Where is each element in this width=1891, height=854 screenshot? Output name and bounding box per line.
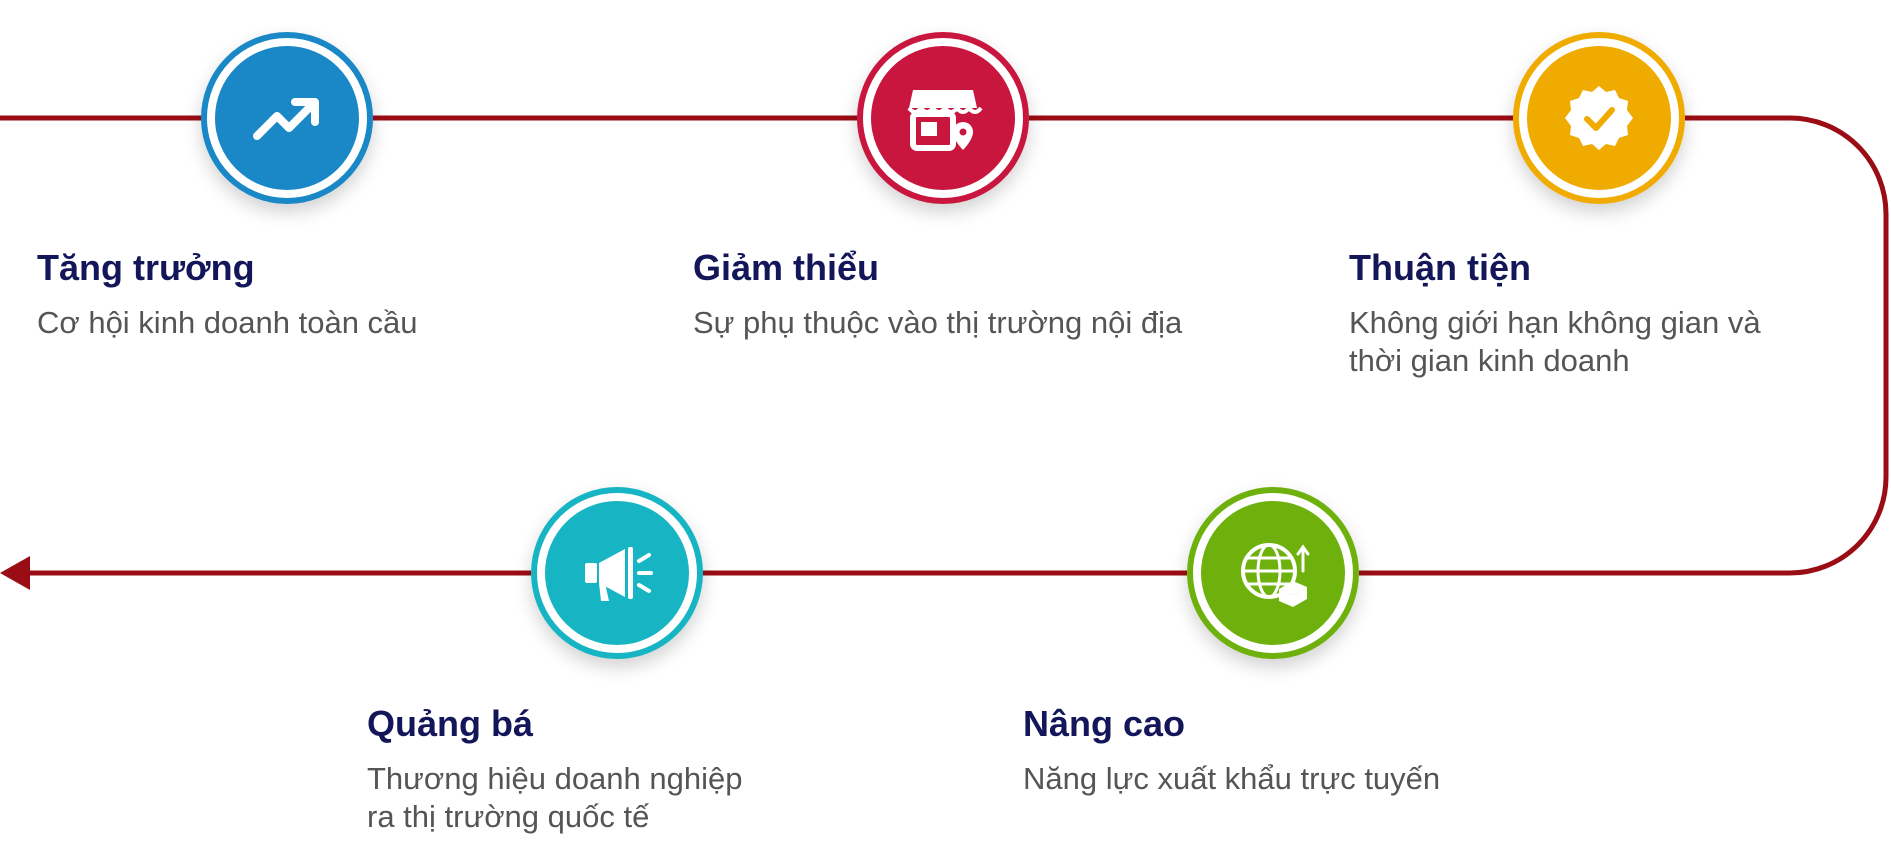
step-title: Tăng trưởng [37, 247, 255, 288]
store-location-icon [907, 90, 983, 151]
step-badge [531, 487, 703, 659]
globe-export-icon [1241, 543, 1310, 607]
step-badge [857, 32, 1029, 204]
step-title: Thuận tiện [1349, 247, 1531, 288]
flow-line [0, 115, 1889, 576]
step-description: Năng lực xuất khẩu trực tuyến [1023, 761, 1441, 796]
step-title: Quảng bá [367, 703, 534, 744]
step-title: Nâng cao [1023, 703, 1186, 744]
step-description: Sự phụ thuộc vào thị trường nội địa [693, 305, 1183, 340]
step-badge [201, 32, 373, 204]
step-description: Không giới hạn không gian và thời gian k… [1349, 305, 1761, 378]
step-description: Thương hiệu doanh nghiệp ra thị trường q… [367, 761, 743, 834]
megaphone-icon [585, 547, 653, 601]
step-description: Cơ hội kinh doanh toàn cầu [37, 305, 418, 340]
step-badge [1513, 32, 1685, 204]
trending-up-icon [253, 98, 319, 140]
flow-arrowhead [0, 556, 30, 590]
verified-badge-icon [1565, 86, 1633, 150]
step-title: Giảm thiểu [693, 247, 880, 288]
step-badge [1187, 487, 1359, 659]
